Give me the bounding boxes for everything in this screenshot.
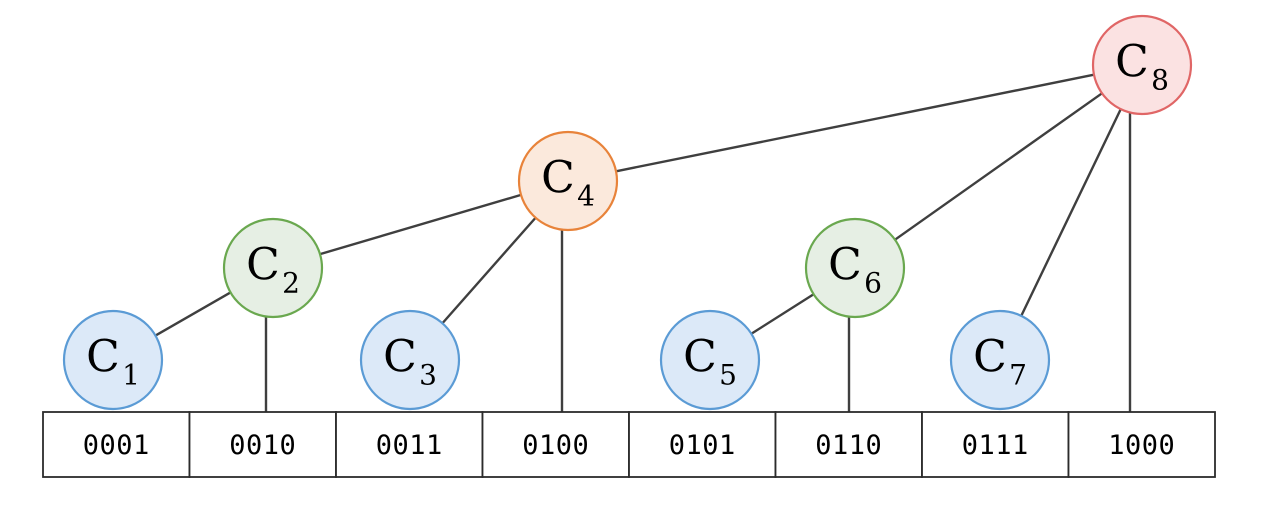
node-circle-c2 [222, 217, 324, 319]
edge-c3-c4 [441, 216, 537, 325]
node-subscript-c2: 2 [282, 267, 300, 300]
edge-c6-c8 [893, 92, 1104, 241]
cell-binary-label: 1000 [1108, 430, 1175, 461]
cell-box-c6 [774, 411, 923, 478]
edge-c2-c4 [318, 193, 523, 256]
cell-box-c5 [628, 411, 777, 478]
node-circle-c1 [62, 309, 164, 411]
edge-c7-c8 [1020, 107, 1122, 318]
cell-binary-label: 0001 [83, 430, 150, 461]
node-circle-c3 [359, 309, 461, 411]
edge-c5-c6 [750, 293, 815, 335]
cell-box-c1 [42, 411, 191, 478]
node-circle-c6 [804, 217, 906, 319]
node-subscript-c6: 6 [864, 267, 882, 300]
table-cell[interactable]: 0001 [42, 411, 191, 478]
node-subscript-c1: 1 [122, 359, 140, 392]
index-table: 0001 0010 0011 0100 0101 0110 0111 1000 [42, 411, 1216, 478]
table-cell[interactable]: 0010 [188, 411, 337, 478]
node-circle-c8 [1091, 14, 1193, 116]
cell-binary-label: 0100 [522, 430, 589, 461]
node-subscript-c5: 5 [719, 359, 737, 392]
node-label-c2: C [246, 240, 280, 291]
table-cell[interactable]: 0111 [921, 411, 1070, 478]
node-label-c4: C [541, 153, 575, 204]
node-label-c1: C [86, 332, 120, 383]
node-circle-c7 [949, 309, 1051, 411]
table-cell[interactable]: 0100 [481, 411, 630, 478]
node-label-c8: C [1115, 37, 1149, 88]
node-label-c6: C [828, 240, 862, 291]
edge-c4-c8 [614, 73, 1096, 173]
cell-box-c2 [188, 411, 337, 478]
node-label-c7: C [973, 332, 1007, 383]
table-cell[interactable]: 0110 [774, 411, 923, 478]
edge-c1-c2 [154, 291, 232, 337]
node-subscript-c4: 4 [577, 180, 595, 213]
cell-binary-label: 0011 [376, 430, 443, 461]
node-label-c5: C [683, 332, 717, 383]
cell-binary-label: 0101 [669, 430, 736, 461]
edges-layer [154, 73, 1122, 337]
node-subscript-c8: 8 [1151, 64, 1169, 97]
node-subscript-c7: 7 [1009, 359, 1027, 392]
cell-box-c7 [921, 411, 1070, 478]
cell-binary-label: 0110 [815, 430, 882, 461]
table-cell[interactable]: 1000 [1067, 411, 1216, 478]
stems-layer [264, 112, 1132, 412]
node-circle-c5 [659, 309, 761, 411]
node-circle-c4 [517, 130, 619, 232]
node-label-c3: C [383, 332, 417, 383]
cell-binary-label: 0010 [229, 430, 296, 461]
cell-binary-label: 0111 [962, 430, 1029, 461]
cell-box-c4 [481, 411, 630, 478]
node-subscript-c3: 3 [419, 359, 437, 392]
cell-box-c8 [1067, 411, 1216, 478]
table-cell[interactable]: 0101 [628, 411, 777, 478]
table-cell[interactable]: 0011 [335, 411, 484, 478]
